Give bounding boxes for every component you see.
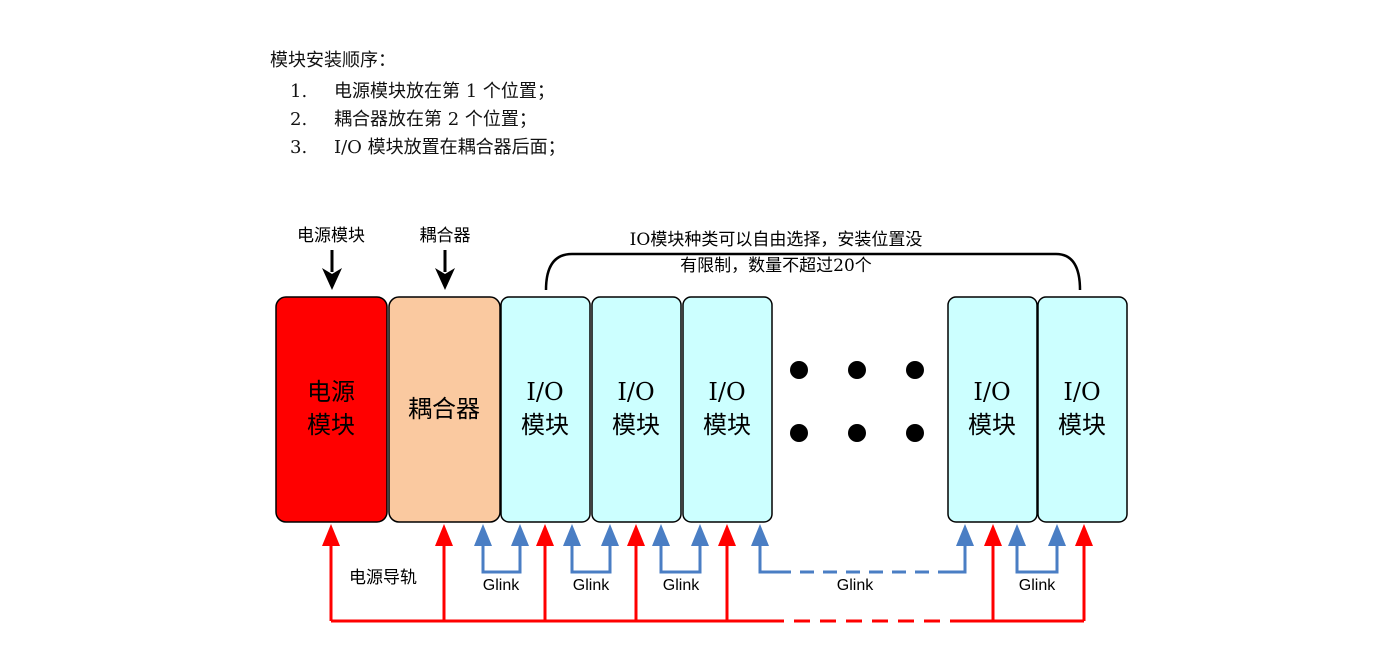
io-box-text-line1: I/O (973, 378, 1010, 406)
io-box-text-line2: 模块 (1058, 411, 1106, 439)
ellipsis-dot (848, 424, 866, 442)
io-box-text-line2: 模块 (703, 411, 751, 439)
io-box-text-line1: I/O (708, 378, 745, 406)
ellipsis-dot (790, 424, 808, 442)
glink-connector-line (570, 540, 612, 574)
glink-connector-line (758, 540, 777, 574)
glink-connector-line (950, 540, 967, 574)
io-module-box (947, 296, 1038, 523)
blue-up-arrow-icon (511, 524, 529, 546)
glink-connector-line (1015, 540, 1059, 574)
red-up-arrow-icon (536, 524, 554, 546)
step-item: 2. 耦合器放在第 2 个位置； (290, 106, 566, 134)
red-up-arrow-icon (984, 524, 1002, 546)
io-module-box (1037, 296, 1128, 523)
io-box-text-line1: I/O (526, 378, 563, 406)
io-note-line2: 有限制，数量不超过20个 (680, 256, 872, 276)
red-up-arrow-icon (718, 524, 736, 546)
step-text: I/O 模块放置在耦合器后面； (334, 137, 566, 158)
io-module-box (682, 296, 773, 523)
ellipsis-dot (906, 424, 924, 442)
glink-label: Glink (837, 577, 874, 594)
power-module-box (275, 296, 388, 523)
coupler-box-text: 耦合器 (408, 395, 480, 423)
red-up-arrow-icon (322, 524, 340, 546)
glink-label: Glink (1019, 577, 1056, 594)
power-module-label: 电源模块 (297, 226, 365, 246)
step-text: 电源模块放在第 1 个位置； (334, 81, 555, 102)
blue-up-arrows (474, 524, 1066, 546)
step-item: 3. I/O 模块放置在耦合器后面； (290, 134, 566, 162)
step-number: 1. (290, 81, 308, 102)
step-item: 1. 电源模块放在第 1 个位置； (290, 78, 566, 106)
glink-label: Glink (663, 577, 700, 594)
io-note-line1: IO模块种类可以自由选择，安装位置没 (630, 230, 923, 250)
coupler-down-arrow-icon (435, 268, 455, 290)
power-down-arrow-icon (322, 268, 342, 290)
step-number: 3. (290, 137, 308, 158)
io-box-text-line1: I/O (1063, 378, 1100, 406)
red-up-arrows (322, 524, 1093, 621)
blue-up-arrow-icon (691, 524, 709, 546)
install-steps: 1. 电源模块放在第 1 个位置； 2. 耦合器放在第 2 个位置； 3. I/O 模… (290, 78, 566, 162)
io-box-text-line2: 模块 (612, 411, 660, 439)
power-box-text-line1: 电源 (307, 378, 355, 406)
coupler-box (388, 296, 501, 523)
red-up-arrow-icon (627, 524, 645, 546)
io-module-box (500, 296, 591, 523)
blue-up-arrow-icon (1008, 524, 1026, 546)
ellipsis-dot (790, 361, 808, 379)
io-range-brace (544, 252, 1082, 291)
power-rail-label: 电源导轨 (349, 568, 417, 588)
glink-label: Glink (573, 577, 610, 594)
io-box-text-line2: 模块 (521, 411, 569, 439)
io-box-text-line1: I/O (617, 378, 654, 406)
coupler-label: 耦合器 (420, 226, 471, 246)
red-up-arrow-icon (1075, 524, 1093, 546)
glink-connector-line (481, 540, 522, 574)
power-box-text-line2: 模块 (307, 411, 355, 439)
glink-label: Glink (483, 577, 520, 594)
blue-up-arrow-icon (474, 524, 492, 546)
io-module-box (591, 296, 682, 523)
ellipsis-dot (848, 361, 866, 379)
glink-connectors (481, 540, 1059, 574)
blue-up-arrow-icon (601, 524, 619, 546)
blue-up-arrow-icon (652, 524, 670, 546)
step-number: 2. (290, 109, 308, 130)
step-text: 耦合器放在第 2 个位置； (334, 109, 537, 130)
blue-up-arrow-icon (1048, 524, 1066, 546)
install-order-heading: 模块安装顺序： (270, 50, 396, 71)
io-box-text-line2: 模块 (968, 411, 1016, 439)
glink-connector-line (659, 540, 702, 574)
blue-up-arrow-icon (563, 524, 581, 546)
red-up-arrow-icon (435, 524, 453, 546)
blue-up-arrow-icon (956, 524, 974, 546)
ellipsis-dot (906, 361, 924, 379)
blue-up-arrow-icon (751, 524, 769, 546)
